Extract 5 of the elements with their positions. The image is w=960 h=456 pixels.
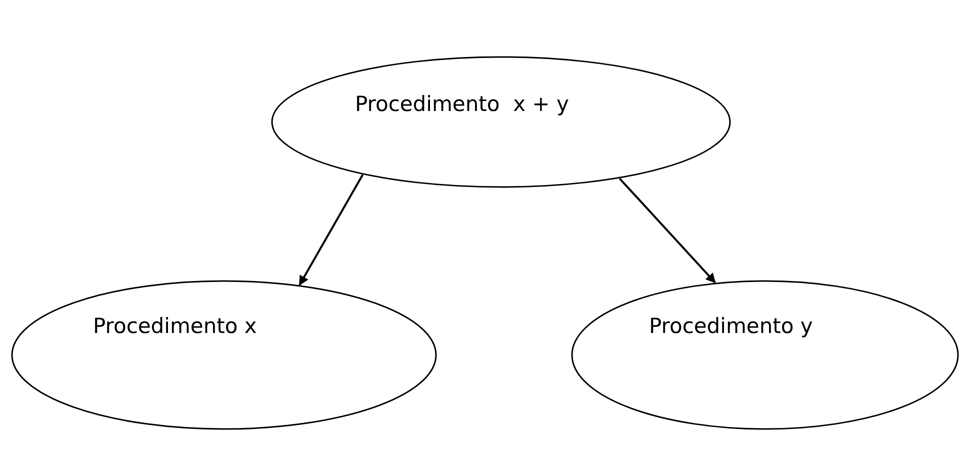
- node-label: Procedimento x: [93, 314, 257, 338]
- node-label: Procedimento x + y: [355, 92, 569, 116]
- node-label: Procedimento y: [649, 314, 813, 338]
- arrow: [618, 178, 716, 284]
- arrow: [298, 174, 364, 286]
